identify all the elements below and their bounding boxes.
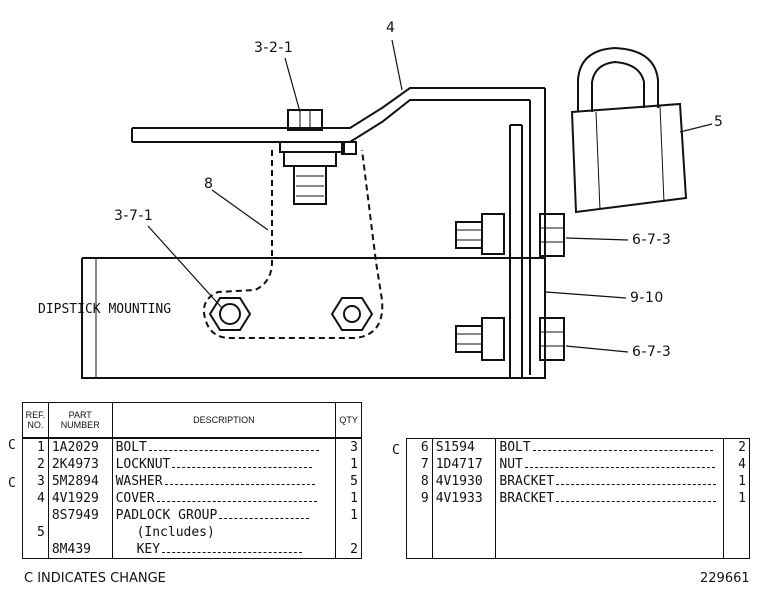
bolt-lower <box>455 325 483 353</box>
table-row <box>406 541 750 559</box>
bracket-8-outline <box>202 149 384 339</box>
nut-left <box>208 297 252 331</box>
table-row <box>406 507 750 524</box>
callout-8: 8 <box>204 176 214 192</box>
change-mark: C <box>8 438 16 453</box>
callout-5: 5 <box>714 114 724 130</box>
callout-6-7-3-upper: 6-7-3 <box>632 232 672 248</box>
callout-4: 4 <box>386 20 396 36</box>
col-qty: QTY <box>335 402 362 439</box>
callout-9-10: 9-10 <box>630 290 664 306</box>
change-mark: C <box>392 443 400 458</box>
bolt-upper <box>455 221 483 249</box>
table-row: 5 (Includes) <box>22 524 362 541</box>
housing-plate <box>81 257 545 379</box>
callout-3-2-1: 3-2-1 <box>254 40 294 56</box>
change-legend: C INDICATES CHANGE <box>24 571 166 586</box>
bolt-head-top <box>287 109 323 131</box>
drawing-number: 229661 <box>700 571 750 586</box>
padlock-body <box>570 102 688 214</box>
drawing-title: DIPSTICK MOUNTING <box>38 302 172 317</box>
padlock-shackle <box>577 46 659 112</box>
cover-4 <box>131 87 545 143</box>
callout-6-7-3-lower: 6-7-3 <box>632 344 672 360</box>
parts-illustration <box>81 39 713 379</box>
nut-right <box>330 297 374 331</box>
table-row <box>406 524 750 541</box>
col-desc: DESCRIPTION <box>111 402 337 439</box>
change-mark: C <box>8 476 16 491</box>
bracket-9 <box>509 88 546 379</box>
col-ref: REF.NO. <box>22 402 49 439</box>
callout-3-7-1: 3-7-1 <box>114 208 154 224</box>
